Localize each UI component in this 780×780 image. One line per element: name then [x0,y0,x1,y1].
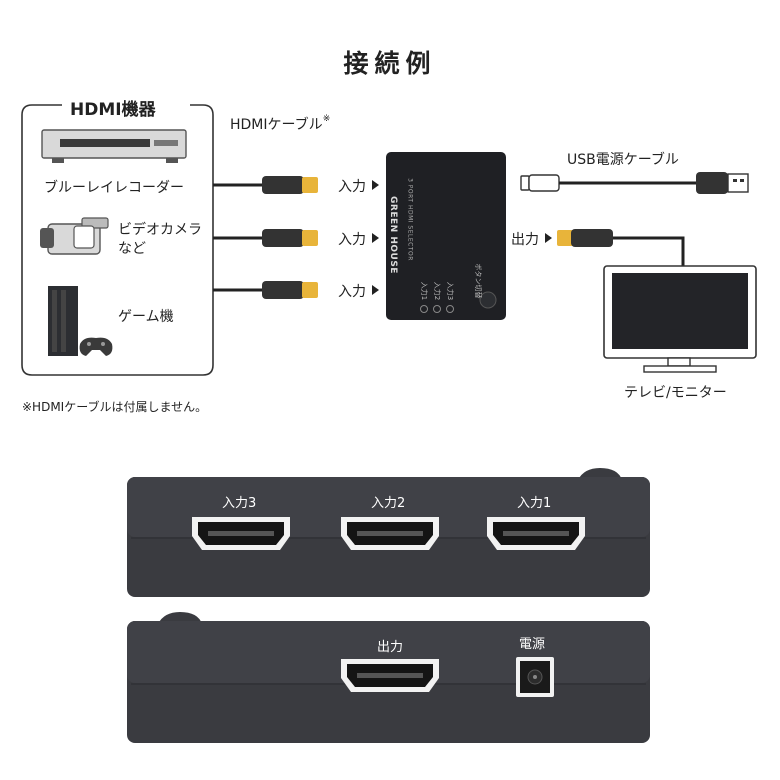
usb-power-cable [520,172,749,194]
input-label-3: 入力 [338,284,366,300]
footnote: ※HDMIケーブルは付属しません。 [22,400,208,414]
front-panel [127,468,650,597]
front-label-input2: 入力2 [371,496,406,511]
hdmi-connector-3 [262,281,318,299]
output-cable [613,236,685,266]
back-label-power: 電源 [519,637,546,652]
hdmi-connector-1 [262,176,318,194]
front-label-input1: 入力1 [517,496,552,511]
input-label-2: 入力 [338,232,366,248]
switch-brand: GREEN HOUSE [388,196,398,274]
output-label: 出力 [511,232,539,248]
bluray-recorder-icon [41,129,187,163]
front-hdmi-port-1 [487,517,585,550]
switch-port-label-3: 入力3 [446,281,454,301]
output-hdmi-connector [557,229,613,247]
led-1 [420,305,428,313]
input-label-1: 入力 [338,179,366,195]
hdmi-device-group-box [21,104,214,376]
device-label-camera-line2: など [118,241,146,257]
front-label-input3: 入力3 [222,496,257,511]
switch-port-label-2: 入力2 [433,281,441,301]
hdmi-cable-label: HDMIケーブル※ [230,114,331,133]
hdmi-device-group-title: HDMI機器 [62,95,164,120]
page-title: 接続例 [343,49,437,78]
video-camera-icon [40,217,109,255]
input-arrow-2 [372,233,379,243]
hdmi-connector-2 [262,229,318,247]
switch-model: 3 PORT HDMI SELECTOR [406,178,414,261]
panel-photos [127,468,650,743]
device-label-camera-line1: ビデオカメラ [118,222,202,238]
tv-monitor-icon [603,265,757,373]
connection-diagram [21,104,757,376]
switch-port-label-1: 入力1 [420,281,428,301]
back-panel [127,612,650,743]
led-3 [446,305,454,313]
input-arrow-3 [372,285,379,295]
switch-button [479,291,497,309]
front-hdmi-port-3 [192,517,290,550]
game-console-icon [48,286,113,356]
tv-label: テレビ/モニター [624,385,727,401]
hdmi-switch-body [386,152,506,320]
input-arrow-1 [372,180,379,190]
switch-button-label: ボタン切替 [474,263,482,299]
power-jack [516,657,554,697]
usb-cable-label: USB電源ケーブル [567,152,679,168]
back-hdmi-output-port [341,659,439,692]
device-label-game: ゲーム機 [118,309,174,325]
device-label-bluray: ブルーレイレコーダー [44,180,184,196]
output-arrow [545,233,552,243]
back-label-output: 出力 [377,640,404,655]
front-hdmi-port-2 [341,517,439,550]
led-2 [433,305,441,313]
